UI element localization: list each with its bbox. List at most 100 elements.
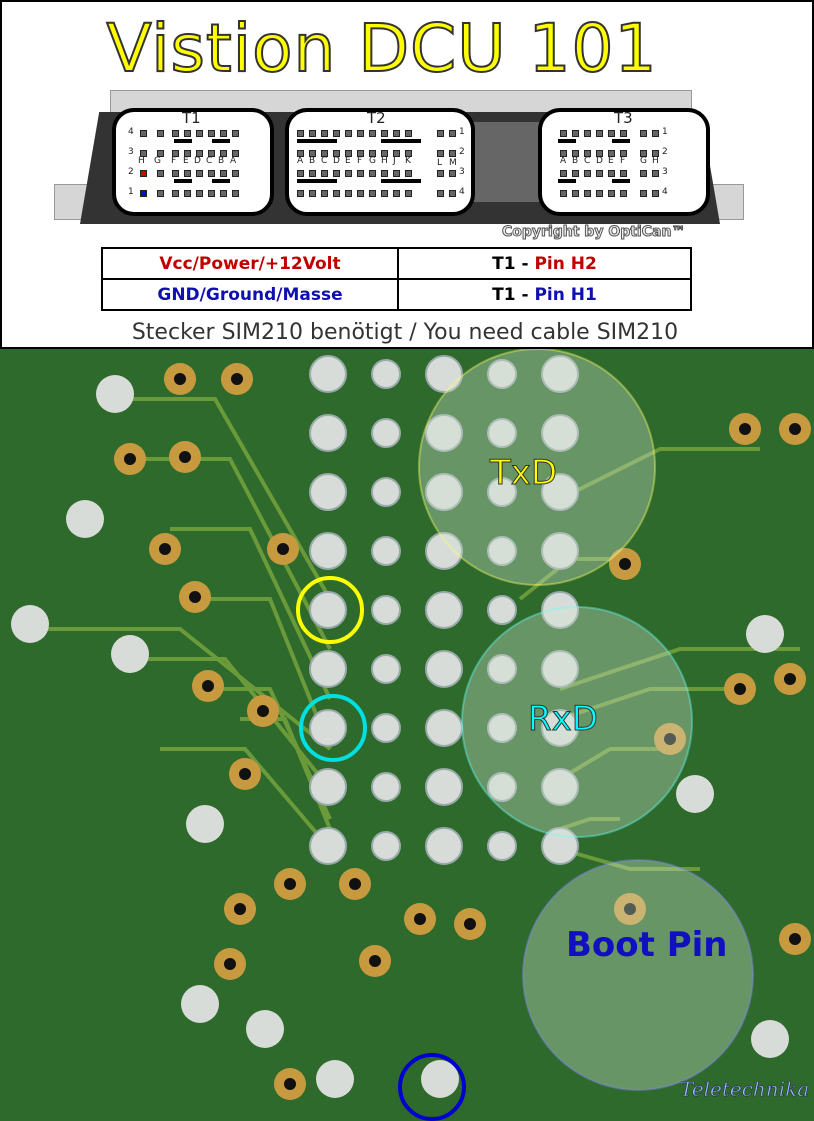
pad (316, 1060, 354, 1098)
solder-ball (371, 418, 401, 448)
pin-letter: B (218, 156, 225, 166)
solder-ball (487, 536, 517, 566)
pin (333, 170, 340, 177)
row-number: 2 (128, 167, 134, 177)
signal-gnd: GND/Ground/Masse (101, 278, 399, 311)
pin (196, 190, 203, 197)
pin-divider (212, 179, 230, 183)
trace (559, 687, 740, 721)
solder-ball (541, 473, 579, 511)
via-hole (202, 680, 214, 692)
pin-letter: C (206, 156, 213, 166)
pin (297, 190, 304, 197)
solder-ball (425, 591, 463, 629)
pin-vcc: T1 - Pin H2 (397, 247, 692, 280)
callout-bubble (461, 606, 693, 838)
via-hole (784, 673, 796, 685)
pin-letter: K (405, 156, 411, 166)
pin-letter: G (640, 156, 647, 166)
pin-divider (297, 179, 337, 183)
solder-ball (487, 595, 517, 625)
pin (596, 170, 603, 177)
pin (572, 170, 579, 177)
pad (421, 1060, 459, 1098)
pin (381, 130, 388, 137)
callout-bubble (522, 859, 754, 1091)
pin-letter: G (154, 156, 161, 166)
pin (437, 150, 444, 157)
pin (232, 170, 239, 177)
pin (309, 190, 316, 197)
via-hole (284, 878, 296, 890)
pin (584, 130, 591, 137)
pad (66, 500, 104, 538)
pin (297, 170, 304, 177)
pin (297, 130, 304, 137)
row-number: 4 (128, 127, 134, 137)
pin (140, 150, 147, 157)
solder-ball (425, 355, 463, 393)
solder-ball (425, 414, 463, 452)
via-hole (464, 918, 476, 930)
watermark: Teletechnika (680, 1077, 810, 1102)
solder-ball (371, 595, 401, 625)
pin-letter: A (230, 156, 237, 166)
pin-divider (212, 139, 230, 143)
pin-letter: A (560, 156, 567, 166)
table-row: GND/Ground/Masse T1 - Pin H1 (101, 278, 692, 311)
solder-ball (371, 713, 401, 743)
pin-letter: D (194, 156, 201, 166)
pin (449, 170, 456, 177)
pin (640, 170, 647, 177)
pin (640, 130, 647, 137)
pin (220, 150, 227, 157)
pin-letter: M (449, 158, 457, 168)
pin-gnd: T1 - Pin H1 (397, 278, 692, 311)
row-number: 3 (459, 167, 465, 177)
trace (559, 447, 760, 501)
pin (333, 150, 340, 157)
pin (321, 130, 328, 137)
pin (393, 190, 400, 197)
connector-label: T1 - (492, 253, 529, 274)
pin (309, 170, 316, 177)
solder-ball (309, 473, 347, 511)
pin (437, 190, 444, 197)
via-hole (257, 705, 269, 717)
solder-ball (309, 532, 347, 570)
pin (572, 150, 579, 157)
connector-name: T1 (182, 109, 201, 127)
pin (172, 150, 179, 157)
pin (381, 150, 388, 157)
row-number: 1 (128, 187, 134, 197)
pin (220, 170, 227, 177)
via-hole (277, 543, 289, 555)
pin (608, 130, 615, 137)
pin (140, 130, 147, 137)
solder-ball (309, 650, 347, 688)
solder-ball (371, 359, 401, 389)
pin (449, 130, 456, 137)
pin (369, 190, 376, 197)
pin (560, 190, 567, 197)
pad (11, 605, 49, 643)
pin (140, 170, 147, 177)
pin (184, 170, 191, 177)
pad (181, 985, 219, 1023)
pin-divider (381, 179, 421, 183)
txd-label: TxD (489, 453, 558, 494)
pad (111, 635, 149, 673)
pin-letter: D (596, 156, 603, 166)
pin-divider (612, 179, 630, 183)
solder-ball (541, 532, 579, 570)
connector-label: T1 - (492, 284, 529, 305)
trace (558, 747, 660, 781)
pin (369, 150, 376, 157)
row-number: 2 (459, 147, 465, 157)
via-hole (349, 878, 361, 890)
pin (208, 130, 215, 137)
txd-highlight-ring (296, 576, 364, 644)
pin-divider (174, 139, 192, 143)
